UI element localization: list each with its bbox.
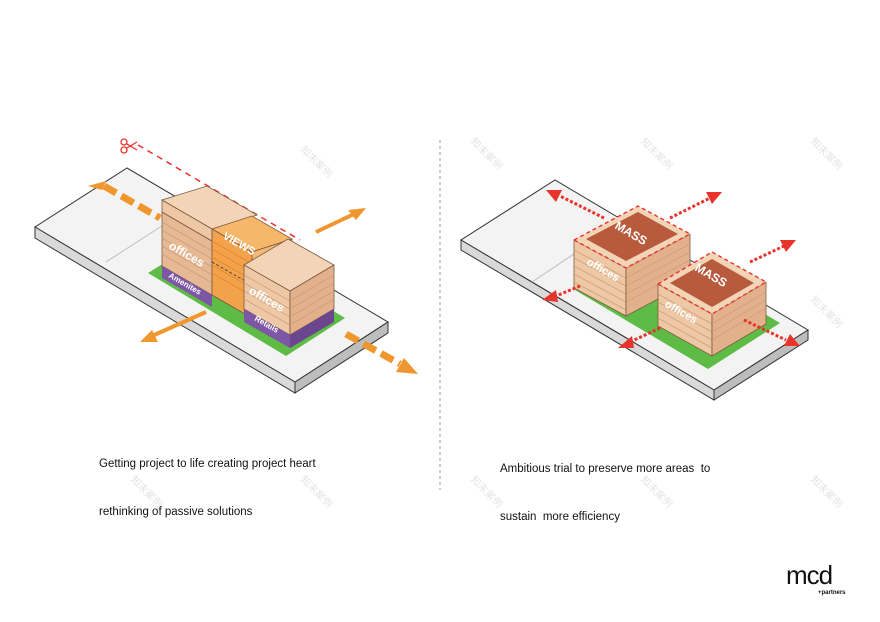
- caption-line: Ambitious trial to preserve more areas t…: [500, 463, 711, 475]
- left-diagram: offices Amenites VIEWS: [34, 138, 418, 394]
- logo-subtext: +partners: [818, 590, 846, 596]
- arrow-icon: [546, 190, 605, 220]
- arrow-icon: [140, 310, 207, 342]
- arrow-icon: [542, 284, 581, 302]
- arrow-icon: [88, 181, 162, 222]
- arrow-icon: [315, 208, 366, 234]
- watermark: 知末案例: [468, 135, 505, 172]
- mass-roof: [586, 212, 678, 261]
- right-diagram: MASS offices MASS offices: [460, 179, 809, 401]
- watermark: 知末案例: [808, 135, 845, 172]
- caption-line: sustain more efficiency: [500, 511, 620, 523]
- watermark: 知末案例: [298, 143, 335, 180]
- amenities-band: [162, 266, 212, 307]
- retails-band: [244, 309, 290, 348]
- mass-block-1: MASS offices: [572, 205, 692, 317]
- arrow-icon: [618, 326, 661, 348]
- left-office-block: offices Amenites: [161, 185, 258, 307]
- scissors-icon: [120, 138, 138, 154]
- view-arrows: [88, 181, 418, 374]
- expansion-arrows: [542, 190, 800, 348]
- watermark: 知末案例: [638, 135, 675, 172]
- mass-roof: [670, 259, 754, 307]
- watermark: 知末案例: [808, 293, 845, 330]
- watermark: 知末案例: [808, 473, 845, 510]
- caption-line: rethinking of passive solutions: [99, 506, 253, 518]
- arrow-icon: [743, 318, 800, 346]
- caption-left: Getting project to life creating project…: [99, 424, 316, 536]
- arrow-icon: [344, 330, 418, 374]
- caption-right: Ambitious trial to preserve more areas t…: [500, 429, 710, 541]
- right-office-block: offices Retails: [243, 238, 335, 348]
- arrow-icon: [749, 240, 796, 264]
- logo-mark: mcd: [786, 560, 832, 590]
- caption-line: Getting project to life creating project…: [99, 458, 316, 470]
- arrow-icon: [669, 192, 722, 220]
- mass-block-2: MASS offices: [656, 251, 768, 357]
- logo: mcd +partners: [786, 560, 846, 596]
